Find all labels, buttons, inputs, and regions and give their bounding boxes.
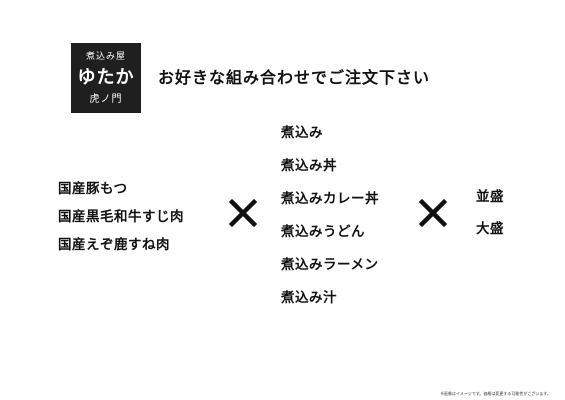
multiply-icon [418,198,448,228]
size-options: 並盛 大盛 [476,186,504,250]
restaurant-logo: 煮込み屋 ゆたか 虎ノ門 [71,43,141,113]
size-item: 並盛 [476,189,504,205]
dish-item: 煮込み丼 [281,158,337,174]
dish-item: 煮込み [281,125,323,141]
multiply-icon [228,198,258,228]
dish-options: 煮込み 煮込み丼 煮込みカレー丼 煮込みうどん 煮込みラーメン 煮込み汁 [281,122,379,320]
size-item: 大盛 [476,221,504,237]
dish-item: 煮込みうどん [281,224,365,240]
meat-item: 国産黒毛和牛すじ肉 [58,209,184,225]
dish-item: 煮込みラーメン [281,257,379,273]
meat-item: 国産えぞ鹿すね肉 [58,237,170,253]
page-heading: お好きな組み合わせでご注文下さい [158,68,431,87]
dish-item: 煮込み汁 [281,290,337,306]
logo-location: 虎ノ門 [89,94,123,105]
meat-item: 国産豚もつ [58,181,128,197]
footnote: ※画像はイメージです。価格は変更する可能性がございます。 [440,391,551,396]
logo-subtitle: 煮込み屋 [85,52,126,62]
dish-item: 煮込みカレー丼 [281,191,379,207]
logo-name: ゆたか [77,67,135,88]
meat-options: 国産豚もつ 国産黒毛和牛すじ肉 国産えぞ鹿すね肉 [58,175,184,259]
